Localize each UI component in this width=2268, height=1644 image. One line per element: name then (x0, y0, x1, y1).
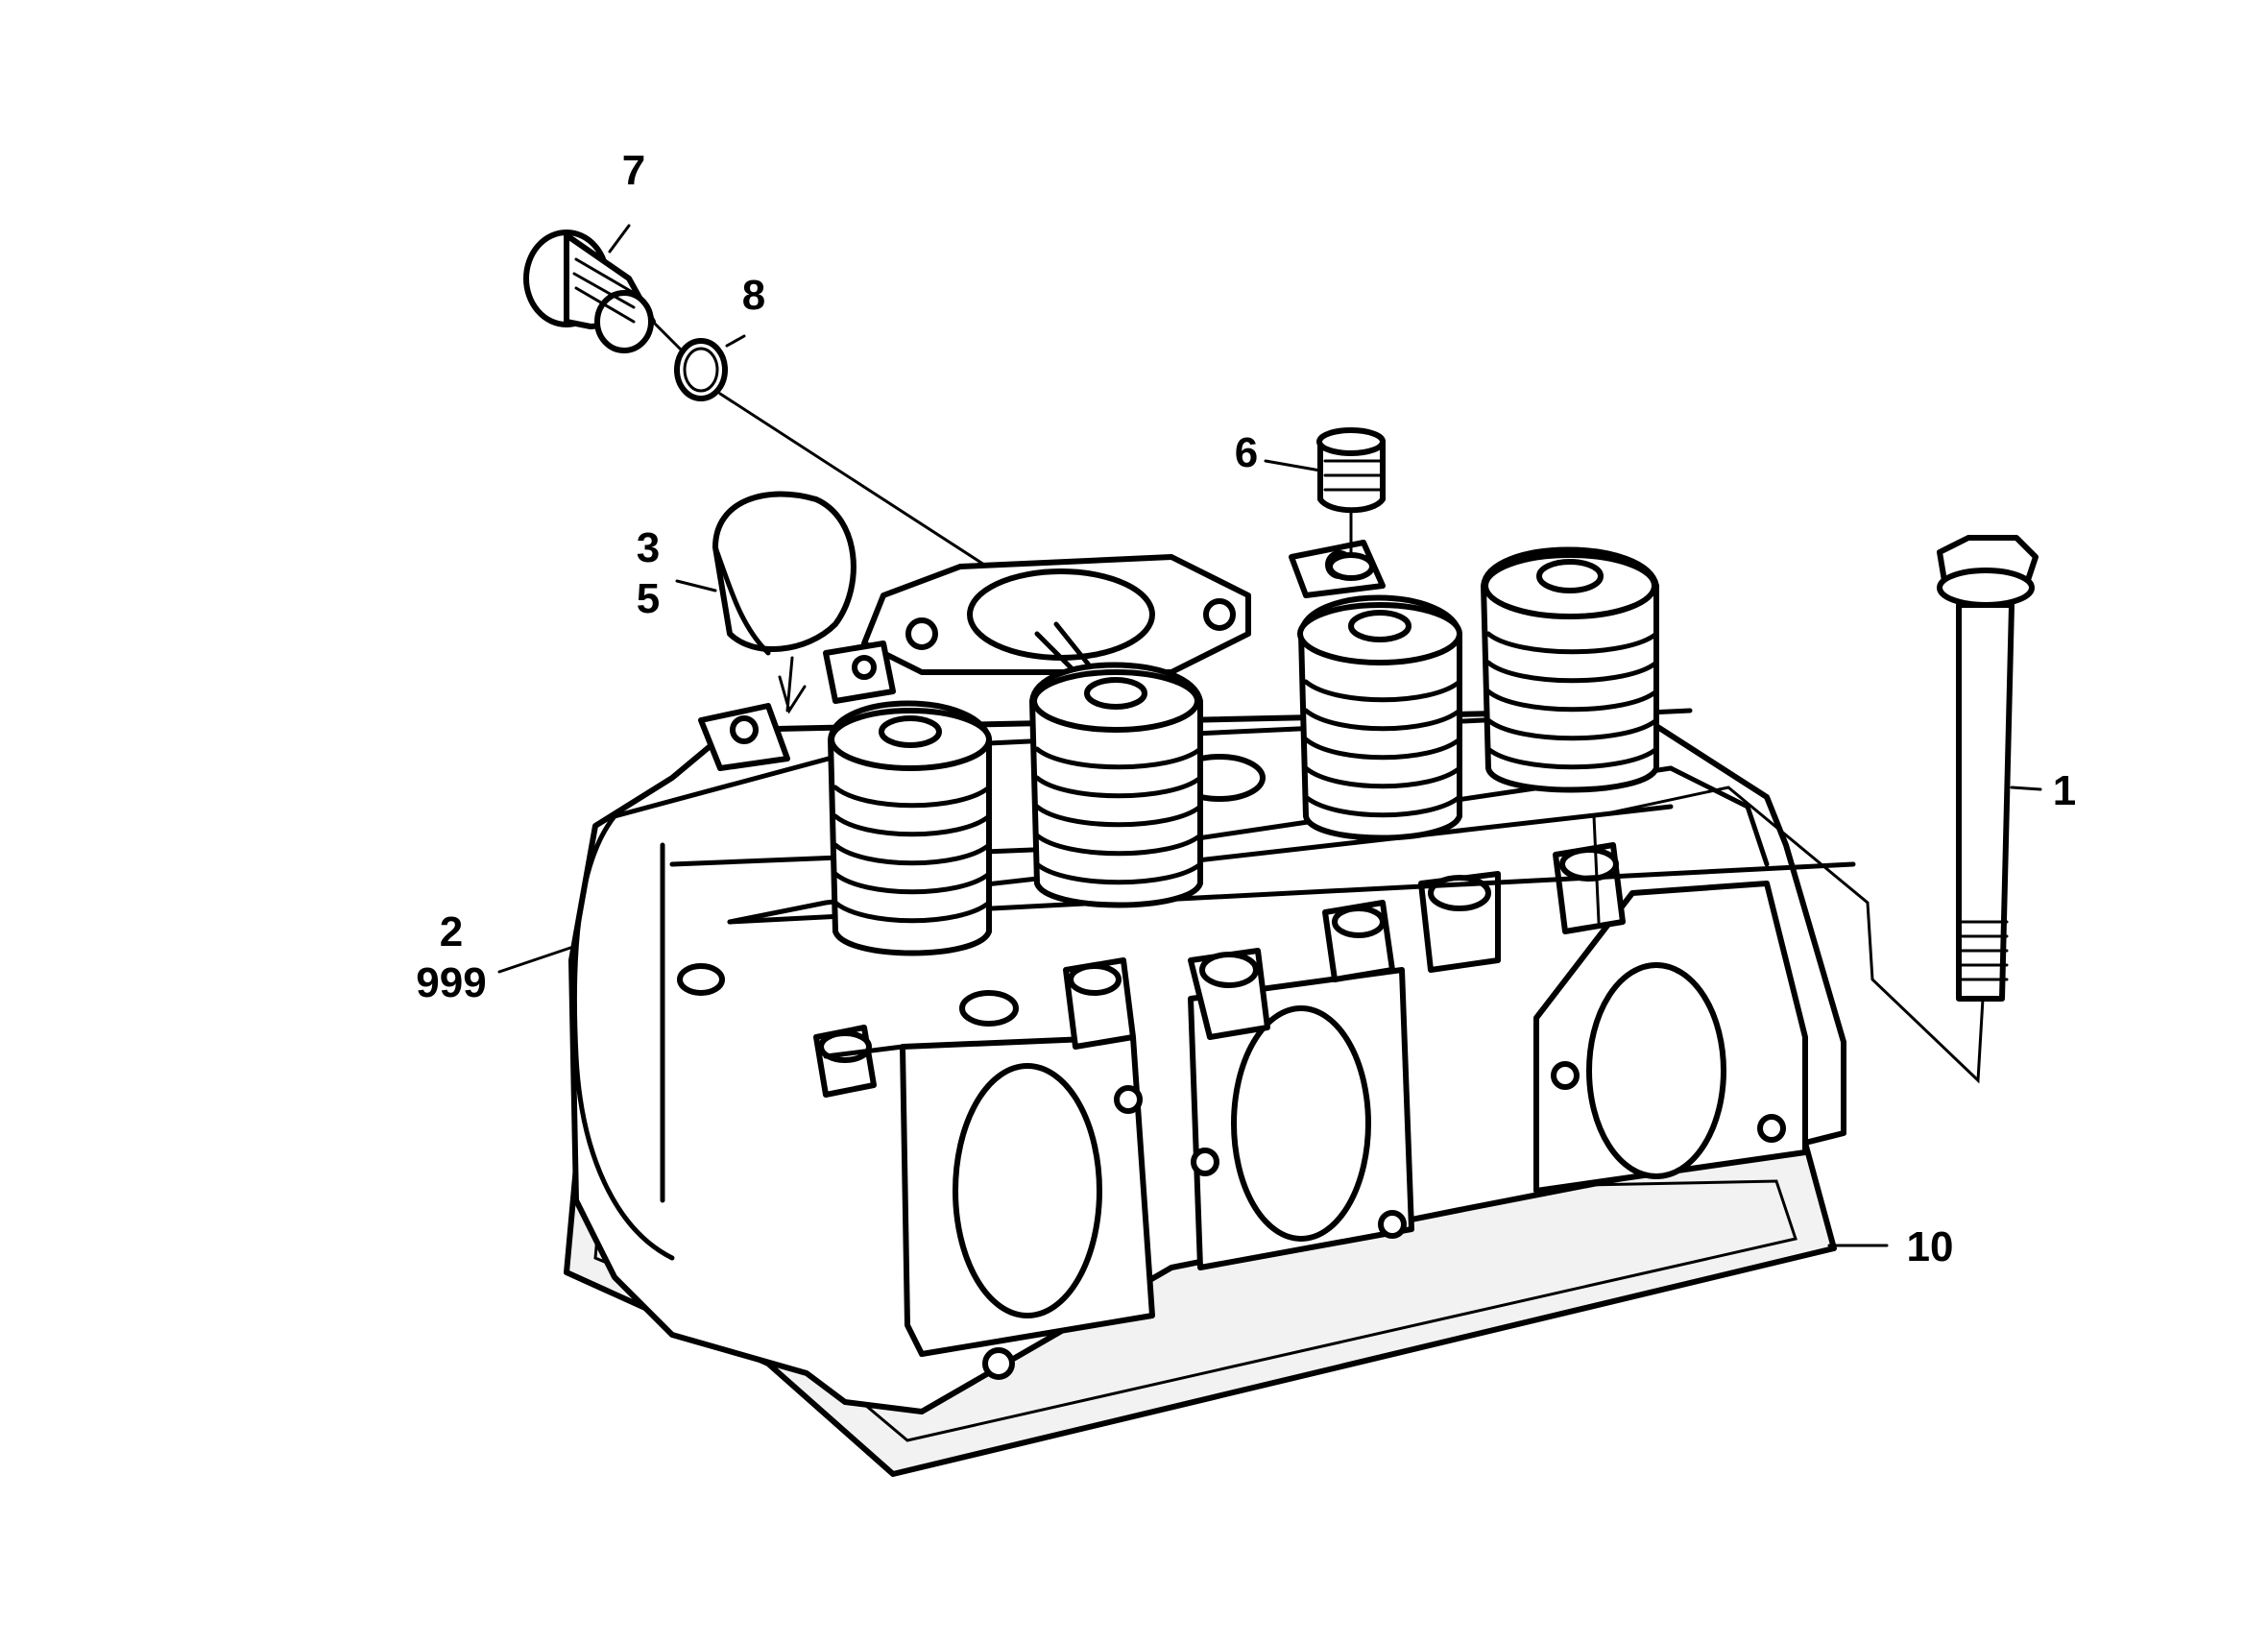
callout-999: 999 (416, 959, 486, 1006)
callout-6: 6 (1235, 429, 1258, 476)
valve-spring-4 (1481, 546, 1659, 793)
callout-2: 2 (440, 908, 463, 955)
callout-1: 1 (2053, 767, 2076, 814)
core-plug (712, 491, 857, 714)
callouts: 7 8 6 3 5 1 2 999 10 (416, 147, 2076, 1270)
callout-10: 10 (1907, 1223, 1954, 1270)
callout-3: 3 (637, 524, 660, 571)
valve-spring-2 (1029, 662, 1203, 908)
valve-spring-1 (828, 700, 992, 956)
valve-spring-3 (1297, 594, 1462, 841)
o-ring (674, 338, 728, 401)
head-bolt (1937, 535, 2039, 1002)
callout-7: 7 (622, 147, 645, 194)
threaded-plug (523, 230, 656, 353)
leader-lines (497, 224, 2042, 1247)
callout-5: 5 (637, 575, 660, 622)
callout-8: 8 (742, 272, 765, 319)
